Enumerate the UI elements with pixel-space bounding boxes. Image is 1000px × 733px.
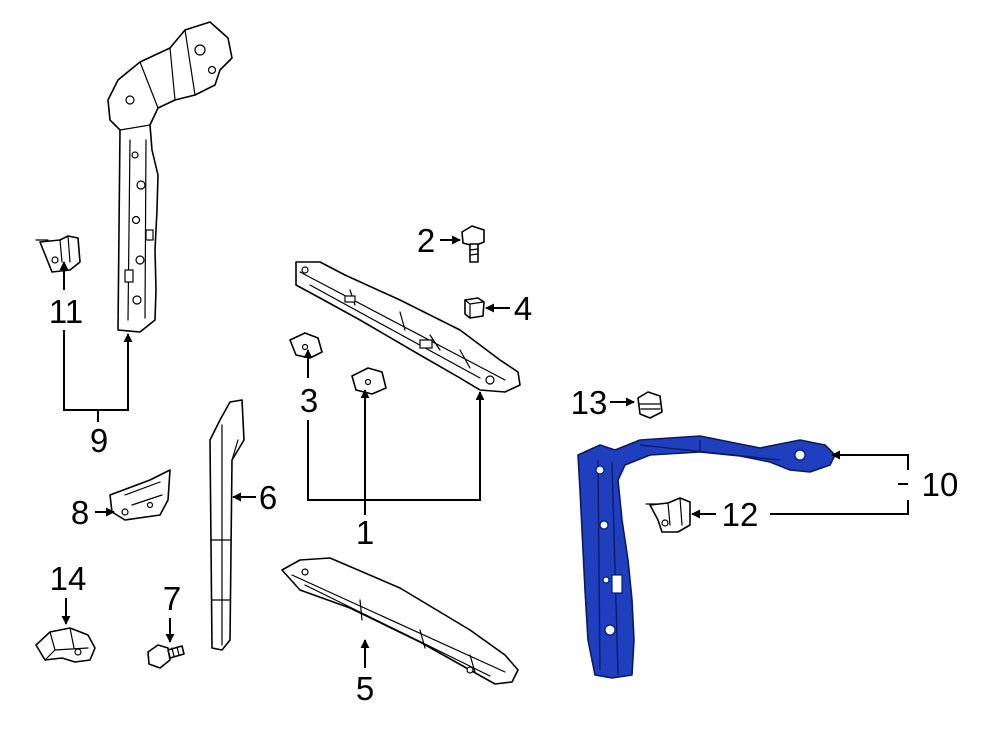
part-1-upper-tie-bar[interactable]	[295, 261, 521, 393]
callout-8: 8	[71, 494, 89, 531]
callout-9: 9	[90, 422, 108, 459]
callout-12: 12	[722, 496, 759, 533]
part-2-bolt[interactable]	[461, 225, 485, 263]
part-5-lower-tie-bar[interactable]	[281, 557, 519, 685]
callout-14: 14	[50, 560, 87, 597]
callout-1: 1	[356, 514, 374, 551]
callout-5: 5	[356, 670, 374, 707]
part-11-bracket[interactable]	[35, 235, 81, 273]
callout-13: 13	[571, 384, 608, 421]
part-7-bolt[interactable]	[147, 644, 185, 669]
callout-6: 6	[259, 479, 277, 516]
callout-3: 3	[300, 382, 318, 419]
part-8-bracket[interactable]	[109, 469, 171, 521]
part-9-side-support[interactable]	[107, 21, 233, 333]
part-14-clip[interactable]	[35, 627, 96, 663]
part-3-clip-left[interactable]	[289, 332, 323, 359]
callout-labels: 1 2 3 4 5 6 7 8 9 10 11 12 13 14	[49, 222, 958, 707]
leader-lines	[59, 235, 909, 668]
part-3-clip-right[interactable]	[351, 367, 387, 395]
callout-7: 7	[163, 580, 181, 617]
part-10-side-support-highlighted[interactable]	[577, 435, 836, 679]
callout-11: 11	[49, 293, 83, 330]
callout-2: 2	[417, 222, 435, 259]
part-6-vertical-seal[interactable]	[209, 399, 245, 651]
part-12-bracket[interactable]	[645, 497, 691, 533]
part-13-grommet[interactable]	[637, 391, 663, 419]
callout-4: 4	[514, 290, 532, 327]
part-4-nut[interactable]	[464, 297, 485, 319]
callout-10: 10	[922, 466, 959, 503]
